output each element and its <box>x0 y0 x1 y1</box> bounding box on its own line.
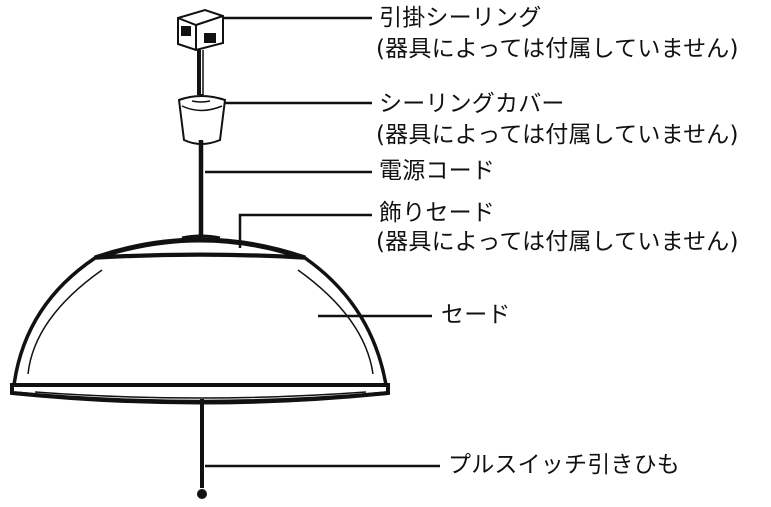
ceiling-rose-illustration <box>177 8 224 52</box>
shade-illustration <box>10 253 390 405</box>
power-cord-illustration <box>197 50 204 238</box>
label-ceiling-rose: 引掛シーリング <box>379 5 542 31</box>
note-ceiling-rose: (器具によっては付属していません) <box>376 36 739 62</box>
label-pull-switch-cord: プルスイッチ引きひも <box>448 452 680 478</box>
label-shade: セード <box>441 302 511 328</box>
note-ceiling-cover: (器具によっては付属していません) <box>376 122 739 148</box>
pull-switch-cord-illustration <box>197 399 207 499</box>
leader-line-decorative-shade <box>238 213 372 248</box>
leader-lines <box>205 16 440 468</box>
label-ceiling-cover: シーリングカバー <box>379 91 565 117</box>
note-decorative-shade: (器具によっては付属していません) <box>376 229 739 255</box>
label-decorative-shade: 飾りセード <box>379 200 495 226</box>
ceiling-cover-illustration <box>177 94 227 145</box>
label-power-cord: 電源コード <box>379 158 495 184</box>
